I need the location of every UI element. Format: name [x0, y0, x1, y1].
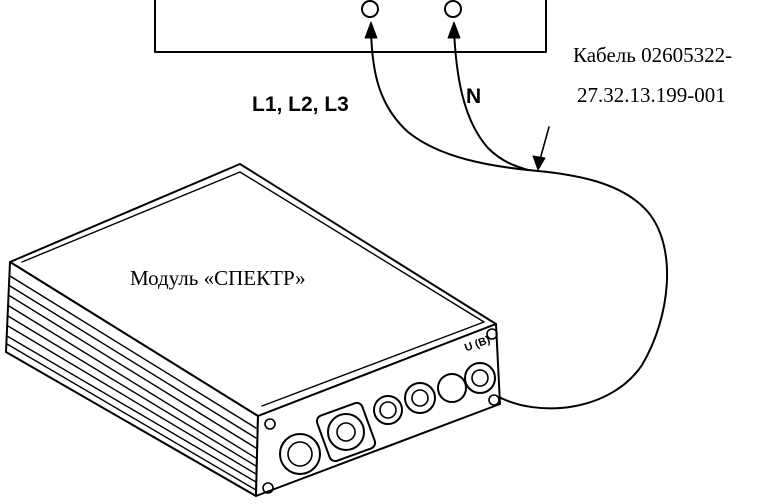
connector-square-ring [327, 413, 365, 451]
arrow-neutral [447, 21, 461, 39]
mains-box-outline [154, 0, 547, 53]
label-neutral-terminal: N [466, 85, 482, 108]
cable [364, 21, 669, 410]
screw-icon [486, 328, 498, 340]
wire-main [494, 169, 669, 410]
wire-phase [370, 29, 529, 171]
label-phase-terminals: L1, L2, L3 [252, 93, 349, 116]
label-cable-line1: Кабель 02605322- [573, 43, 733, 67]
wire-neutral [453, 29, 529, 171]
terminal-neutral [444, 0, 462, 18]
button-round [437, 373, 467, 403]
screw-icon [264, 418, 276, 430]
arrow-phase [364, 21, 378, 39]
connector-round [373, 395, 403, 425]
connector-cable-inner [471, 369, 489, 387]
terminal-phase [361, 0, 379, 18]
connector-cable [464, 362, 496, 394]
module-front-face [255, 323, 501, 497]
cable-leader-arrow [532, 155, 546, 171]
label-cable-line2: 27.32.13.199-001 [577, 83, 726, 107]
screw-icon [262, 482, 274, 494]
module-body [5, 163, 501, 497]
mains-box [154, 0, 547, 53]
connector-round-inner [379, 401, 397, 419]
heat-fins [6, 275, 257, 491]
connector-square-core [336, 422, 356, 442]
connector-left-inner [287, 441, 313, 467]
connector-mid-inner [411, 389, 429, 407]
module-top-inner [21, 171, 485, 407]
label-module-name: Модуль «СПЕКТР» [130, 266, 306, 290]
screw-icon [488, 394, 500, 406]
connector-mid [404, 382, 436, 414]
connector-square [315, 401, 377, 463]
connector-left [279, 433, 321, 475]
